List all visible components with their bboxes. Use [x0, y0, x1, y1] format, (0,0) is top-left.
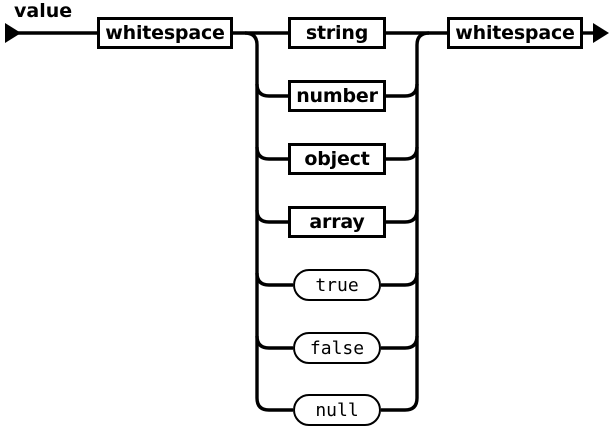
rail-branch-true-left	[255, 272, 293, 287]
page-title: value	[14, 0, 73, 22]
rail-branch-number-left	[255, 83, 288, 98]
node-label: whitespace	[105, 22, 225, 44]
node-label: object	[304, 148, 370, 170]
node-label: true	[315, 274, 359, 296]
rail-branch-number-right	[386, 83, 419, 98]
rail-branch-null-right	[381, 397, 419, 412]
node-label: whitespace	[455, 22, 575, 44]
rail-branch-false-left	[255, 335, 293, 350]
rail-branch-array-left	[255, 209, 288, 224]
node-number[interactable]: number	[288, 80, 386, 112]
node-label: array	[309, 211, 365, 233]
node-label: null	[315, 399, 359, 421]
rail-branch-true-right	[381, 272, 419, 287]
node-string[interactable]: string	[288, 17, 386, 49]
rail-branch-array-right	[386, 209, 419, 224]
node-label: false	[309, 337, 365, 359]
rail-branch-object-left	[255, 146, 288, 161]
rail-branch-object-right	[386, 146, 419, 161]
end-arrow-icon	[593, 23, 609, 43]
node-whitespace-right[interactable]: whitespace	[447, 17, 583, 49]
node-label: number	[296, 85, 378, 107]
node-array[interactable]: array	[288, 206, 386, 238]
rail-branch-false-right	[381, 335, 419, 350]
node-object[interactable]: object	[288, 143, 386, 175]
node-true[interactable]: true	[293, 269, 381, 301]
rail-branch-null-left	[255, 397, 293, 412]
node-label: string	[305, 22, 369, 44]
rail-right-merge-curve	[415, 31, 430, 46]
node-null[interactable]: null	[293, 394, 381, 426]
node-whitespace-left[interactable]: whitespace	[97, 17, 233, 49]
start-arrow-icon	[5, 23, 21, 43]
node-false[interactable]: false	[293, 332, 381, 364]
rail-left-fork-curve	[244, 31, 259, 46]
